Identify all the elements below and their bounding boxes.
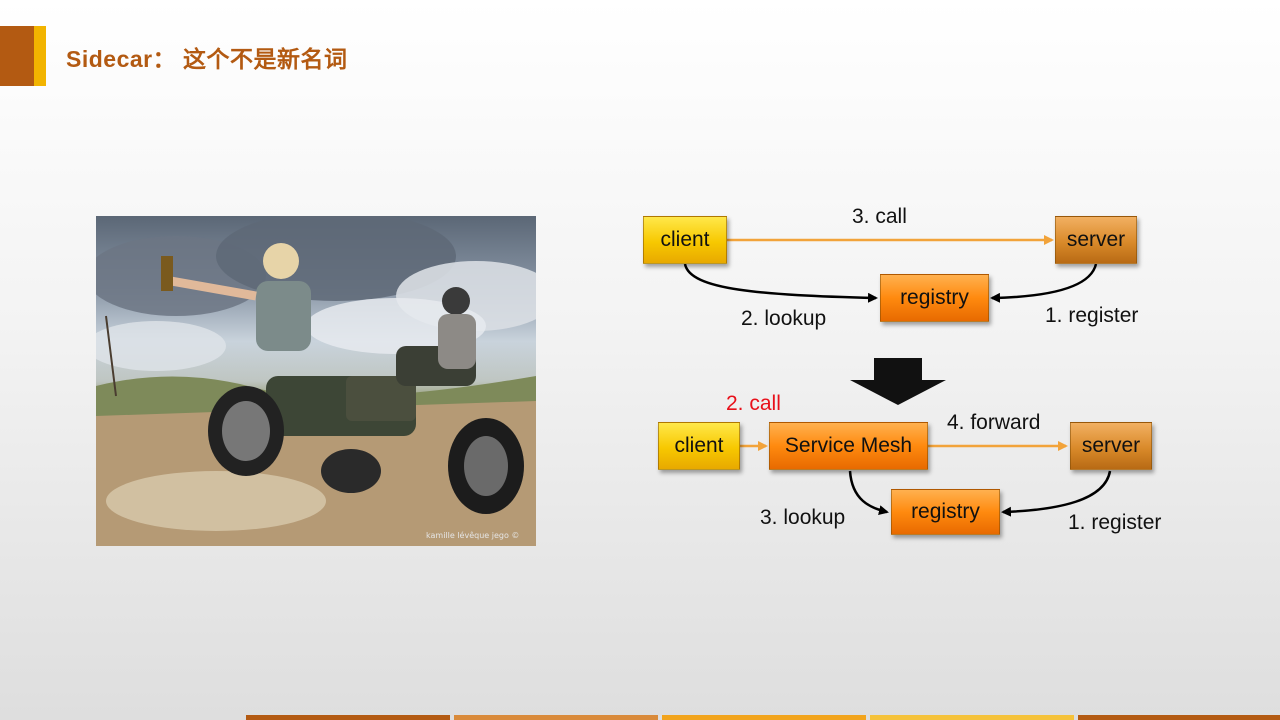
bottom-registry-box: registry [891,489,1000,535]
top-register-arrow [990,263,1098,303]
top-register-label: 1. register [1045,304,1139,327]
bottom-client-box: client [658,422,740,470]
top-call-label: 3. call [852,205,907,228]
slide-title: Sidecar： 这个不是新名词 [66,46,348,72]
footer-strip-4 [870,715,1074,720]
bottom-lookup-arrow [848,470,889,516]
top-registry-box: registry [880,274,989,322]
top-server-box: server [1055,216,1137,264]
sidecar-motorcycle-photo: kamille lévêque jego © [96,216,536,546]
bottom-register-arrow [1001,470,1112,517]
top-client-box: client [643,216,727,264]
title-bar-highlight [34,26,46,86]
footer-strip-2 [454,715,658,720]
footer-strip-3 [662,715,866,720]
bottom-lookup-label: 3. lookup [760,506,846,529]
bottom-server-box: server [1070,422,1152,470]
footer-strip-5 [1078,715,1280,720]
bottom-register-label: 1. register [1068,511,1162,534]
service-mesh-box: Service Mesh [769,422,928,470]
footer-strip-1 [246,715,450,720]
transform-down-arrow [850,358,946,405]
photo-credit: kamille lévêque jego © [426,530,519,540]
top-lookup-arrow [683,263,878,303]
top-lookup-label: 2. lookup [741,307,827,330]
bottom-forward-label: 4. forward [947,411,1041,434]
bottom-call-label: 2. call [726,392,781,415]
title-bar-accent [0,26,34,86]
